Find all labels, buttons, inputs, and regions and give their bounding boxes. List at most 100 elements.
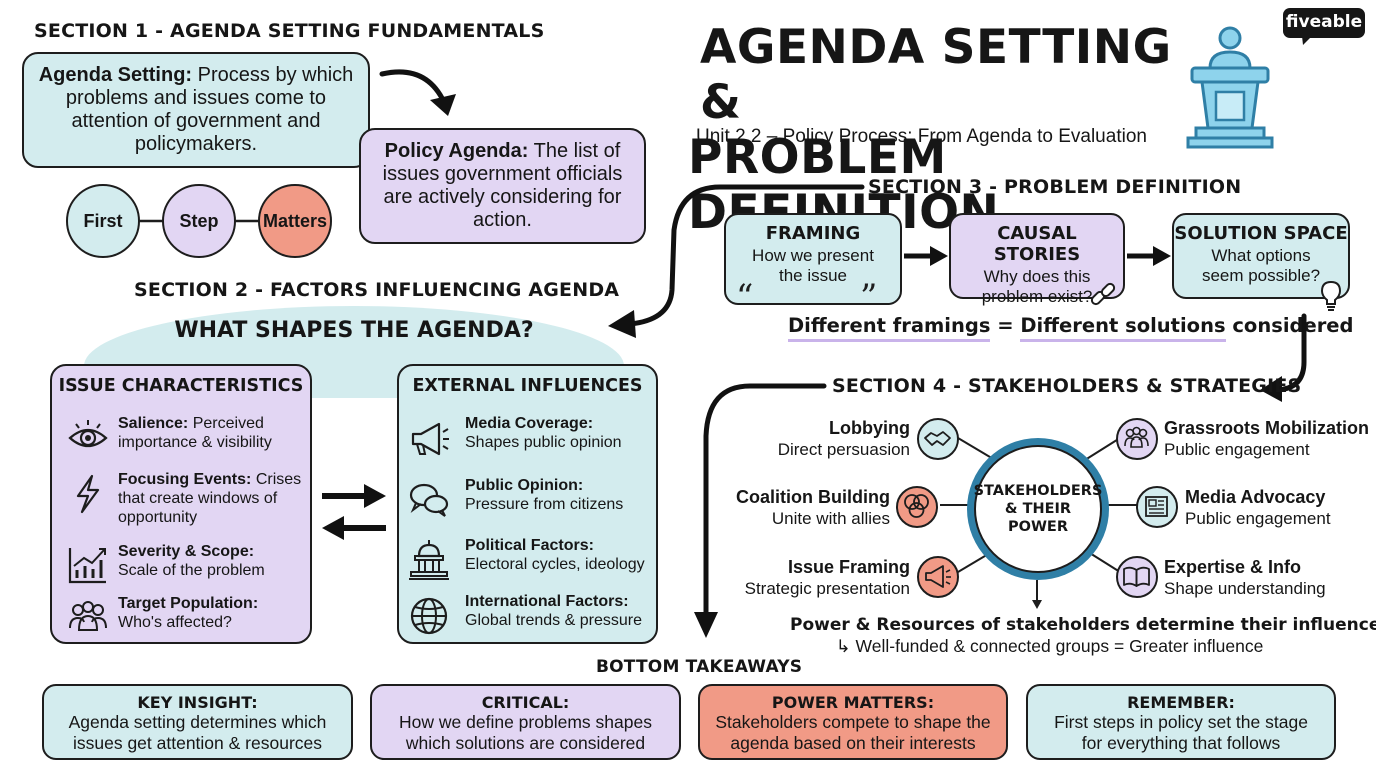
bidirectional-arrows — [322, 484, 386, 540]
arrow-section3-to-section2 — [608, 184, 865, 338]
banner-title: WHAT SHAPES THE AGENDA? — [174, 318, 534, 343]
external-term-3: International Factors: — [465, 593, 629, 610]
arrow-section4-to-takeaways — [694, 383, 827, 638]
circle-matters: Matters — [258, 184, 332, 258]
lobbying-desc: Direct persuasion — [777, 440, 910, 459]
grassroots-title: Grassroots Mobilization — [1164, 418, 1370, 438]
title-line1: AGENDA SETTING & — [700, 20, 1172, 130]
coalition-desc: Unite with allies — [771, 509, 890, 528]
media-advocacy-desc: Public engagement — [1185, 509, 1331, 528]
issue-item-salience: Salience: Perceived importance & visibil… — [52, 414, 310, 474]
takeaway-desc-2: Stakeholders compete to shape the agenda… — [715, 712, 991, 753]
takeaways-header: BOTTOM TAKEAWAYS — [596, 657, 803, 677]
statement-framings: Different framings — [788, 314, 991, 342]
section3-header: SECTION 3 - PROBLEM DEFINITION — [868, 176, 1242, 198]
eye-icon — [68, 420, 108, 448]
expertise-desc: Shape understanding — [1164, 579, 1326, 598]
strategy-expertise: Expertise & Info Shape understanding — [1164, 557, 1326, 599]
return-arrow-icon: ↳ — [836, 636, 851, 656]
agenda-setting-term: Agenda Setting: — [38, 64, 193, 86]
takeaway-title-1: CRITICAL: — [481, 693, 570, 712]
statement-solutions: Different solutions — [1020, 314, 1226, 342]
takeaway-title-2: POWER MATTERS: — [771, 693, 935, 712]
external-item-media: Media Coverage:Shapes public opinion — [399, 414, 656, 474]
megaphone-small-icon — [917, 556, 959, 598]
external-influences-panel: EXTERNAL INFLUENCES Media Coverage:Shape… — [397, 364, 658, 644]
coalition-title: Coalition Building — [736, 487, 890, 507]
issue-item-target-population: Target Population: Who's affected? — [52, 594, 310, 654]
arrow-section3-to-section4 — [1260, 313, 1307, 402]
newspaper-icon — [1136, 486, 1178, 528]
arrow-to-policy-agenda — [379, 69, 456, 116]
power-line: Power & Resources of stakeholders determ… — [790, 615, 1376, 635]
arrow-causal-to-solution — [1127, 246, 1171, 266]
takeaway-title-0: KEY INSIGHT: — [137, 693, 258, 712]
circle-step: Step — [162, 184, 236, 258]
issue-desc-2: Scale of the problem — [118, 562, 265, 579]
issue-desc-0: Perceived importance & visibility — [118, 415, 272, 451]
brand-logo: fiveable — [1283, 8, 1365, 38]
solution-desc: What options seem possible? — [1201, 246, 1321, 285]
lightning-icon — [76, 474, 100, 514]
issue-term-0: Salience: — [118, 415, 189, 432]
link-icon — [1090, 282, 1116, 306]
speech-bubbles-icon — [409, 483, 449, 517]
media-advocacy-title: Media Advocacy — [1185, 487, 1326, 507]
external-desc-1: Pressure from citizens — [465, 496, 624, 513]
grassroots-desc: Public engagement — [1164, 440, 1310, 459]
globe-icon — [410, 597, 448, 635]
external-desc-3: Global trends & pressure — [465, 612, 642, 629]
stakeholders-hub: STAKEHOLDERS & THEIR POWER — [967, 438, 1109, 580]
external-item-international: International Factors: Global trends & pr… — [399, 592, 656, 652]
issue-term-2: Severity & Scope: — [118, 543, 255, 560]
issue-term-3: Target Population: — [118, 595, 259, 612]
brand-tail-icon — [1302, 36, 1312, 45]
takeaway-title-3: REMEMBER: — [1127, 693, 1235, 712]
issue-item-severity: Severity & Scope: Scale of the problem — [52, 542, 310, 602]
section2-header: SECTION 2 - FACTORS INFLUENCING AGENDA — [134, 279, 620, 301]
arrow-framing-to-causal — [904, 246, 948, 266]
group-icon — [1116, 418, 1158, 460]
solution-space-box: SOLUTION SPACE What options seem possibl… — [1172, 213, 1350, 299]
policy-agenda-def: The list of issues government officials … — [382, 140, 623, 231]
framing-statement: Different framings = Different solutions… — [788, 314, 1354, 342]
hub-line2: & THEIR — [1004, 501, 1072, 517]
takeaway-key-insight: KEY INSIGHT: Agenda setting determines w… — [42, 684, 353, 760]
issue-item-focusing-events: Focusing Events: Crises that create wind… — [52, 470, 310, 530]
issue-panel-title: ISSUE CHARACTERISTICS — [58, 376, 304, 396]
takeaway-desc-0: Agenda setting determines which issues g… — [68, 712, 327, 753]
framing-box: FRAMING How we present the issue — [724, 213, 902, 305]
solution-title: SOLUTION SPACE — [1174, 223, 1348, 244]
svg-text:“: “ — [736, 277, 753, 317]
section4-header: SECTION 4 - STAKEHOLDERS & STRATEGIES — [832, 375, 1302, 397]
causal-stories-box: CAUSAL STORIES Why does this problem exi… — [949, 213, 1125, 306]
handshake-icon — [917, 418, 959, 460]
hub-line1: STAKEHOLDERS — [973, 483, 1103, 499]
statement-considered: considered — [1232, 314, 1354, 337]
venn-icon — [896, 486, 938, 528]
circle-first: First — [66, 184, 140, 258]
book-icon — [1116, 556, 1158, 598]
policy-agenda-term: Policy Agenda: — [384, 140, 529, 162]
lightbulb-icon — [1320, 280, 1342, 311]
issue-desc-3: Who's affected? — [118, 614, 232, 631]
takeaway-remember: REMEMBER: First steps in policy set the … — [1026, 684, 1336, 760]
svg-text:”: ” — [860, 277, 877, 317]
external-term-2: Political Factors: — [465, 537, 594, 554]
framing-title: FRAMING — [765, 223, 861, 244]
policy-agenda-box: Policy Agenda: The list of issues govern… — [359, 128, 646, 244]
agenda-setting-def: Process by which problems and issues com… — [65, 64, 354, 155]
external-item-political: Political Factors: Electoral cycles, ideo… — [399, 536, 656, 596]
takeaway-critical: CRITICAL: How we define problems shapes … — [370, 684, 681, 760]
megaphone-icon — [411, 422, 449, 456]
quote-icon: “ ” — [736, 277, 877, 317]
causal-desc: Why does this problem exist? — [981, 267, 1093, 306]
issue-desc-1: Crises that create windows of opportunit… — [118, 471, 302, 526]
strategy-lobbying: Lobbying Direct persuasion — [760, 418, 910, 460]
brand-text: fiveable — [1285, 12, 1363, 32]
external-desc-2: Electoral cycles, ideology — [465, 556, 645, 573]
strategy-coalition: Coalition Building Unite with allies — [720, 487, 890, 529]
strategy-grassroots: Grassroots Mobilization Public engagemen… — [1164, 418, 1369, 460]
power-sub-text: Well-funded & connected groups = Greater… — [855, 636, 1264, 656]
external-term-0: Media Coverage: — [465, 415, 594, 432]
